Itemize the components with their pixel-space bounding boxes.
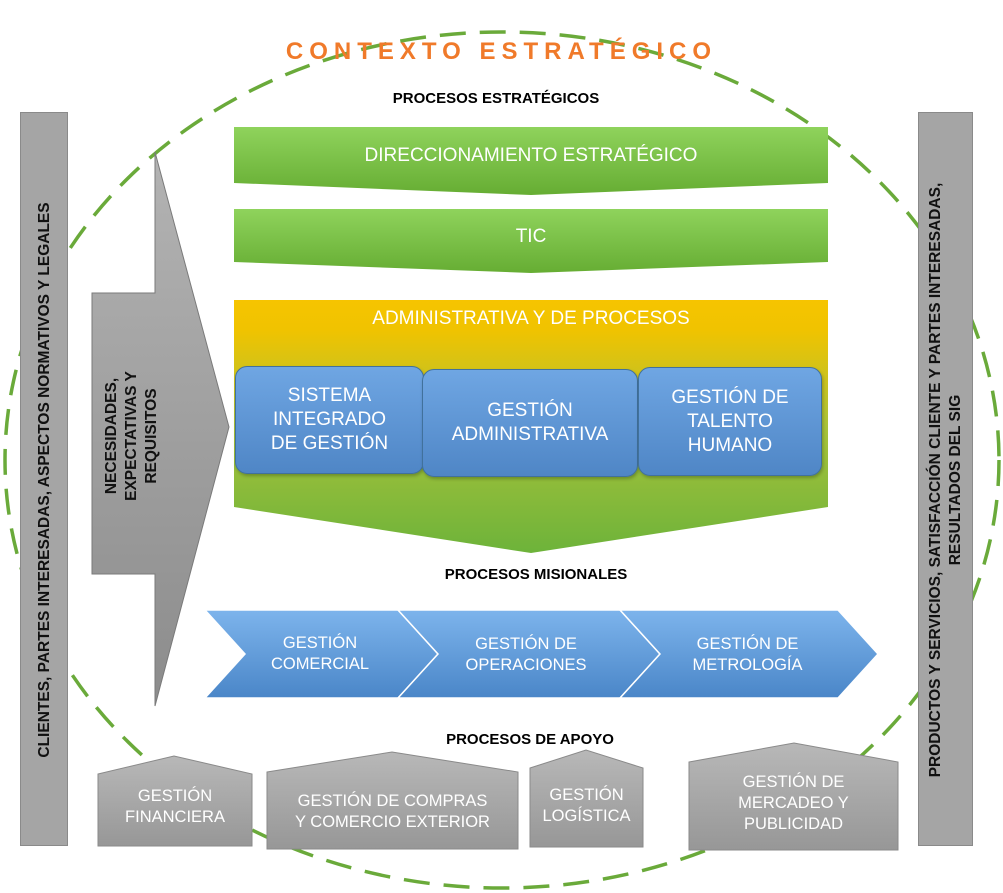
input-arrow-line3: REQUISITOS xyxy=(143,388,160,484)
house-compras-line1: GESTIÓN DE COMPRAS xyxy=(297,792,488,810)
house-mercadeo-line3: PUBLICIDAD xyxy=(743,815,844,833)
house-logistica-line2: LOGÍSTICA xyxy=(542,807,631,825)
direccionamiento-label: DIRECCIONAMIENTO ESTRATÉGICO xyxy=(364,145,698,166)
node-talento-line1: GESTIÓN DE xyxy=(671,386,789,408)
house-compras-shape xyxy=(266,751,519,850)
context-title: CONTEXTO ESTRATÉGICO xyxy=(285,38,718,65)
chevron-metrologia-label: GESTIÓN DE METROLOGÍA xyxy=(660,634,835,676)
right-output-bar-label: PRODUCTOS Y SERVICIOS, SATISFACCIÓN CLIE… xyxy=(926,183,966,778)
chevron-comercial-line1: GESTIÓN xyxy=(282,634,358,652)
node-sistema-integrado: SISTEMA INTEGRADO DE GESTIÓN xyxy=(235,366,424,474)
house-financiera-label: GESTIÓN FINANCIERA xyxy=(98,786,252,828)
right-output-bar: PRODUCTOS Y SERVICIOS, SATISFACCIÓN CLIE… xyxy=(918,112,973,846)
chevron-comercial-label: GESTIÓN COMERCIAL xyxy=(240,633,400,675)
house-financiera-shape xyxy=(97,755,253,847)
house-logistica-line1: GESTIÓN xyxy=(549,786,624,804)
administrativa-label: ADMINISTRATIVA Y DE PROCESOS xyxy=(372,308,690,329)
strategic-processes-title: PROCESOS ESTRATÉGICOS xyxy=(392,90,600,107)
input-arrow-line1: NECESIDADES, xyxy=(103,377,120,495)
tic-label: TIC xyxy=(515,226,547,247)
chevron-metrologia-line2: METROLOGÍA xyxy=(692,656,803,674)
chevron-comercial-line2: COMERCIAL xyxy=(270,655,370,673)
right-output-bar-line2: RESULTADOS DEL SIG xyxy=(947,394,964,566)
input-arrow-label: NECESIDADES, EXPECTATIVAS Y REQUISITOS xyxy=(102,371,162,501)
node-talento-line2: TALENTO xyxy=(687,410,773,432)
chevron-metrologia-shape xyxy=(618,609,880,699)
chevron-operaciones-line2: OPERACIONES xyxy=(465,656,587,674)
house-mercadeo-line1: GESTIÓN DE xyxy=(742,773,845,791)
context-dashed-circle xyxy=(3,30,1001,890)
node-talento-line3: HUMANO xyxy=(687,434,773,456)
missional-processes-title: PROCESOS MISIONALES xyxy=(444,566,628,583)
node-administrativa-line2: ADMINISTRATIVA xyxy=(451,424,609,445)
input-arrow-line2: EXPECTATIVAS Y xyxy=(123,371,140,501)
node-sistema-line2: INTEGRADO xyxy=(273,409,386,430)
left-input-bar-label: CLIENTES, PARTES INTERESADAS, ASPECTOS N… xyxy=(36,202,53,758)
chevron-metrologia-line1: GESTIÓN DE xyxy=(696,635,799,653)
right-output-bar-line1: PRODUCTOS Y SERVICIOS, SATISFACCIÓN CLIE… xyxy=(927,182,944,778)
house-financiera-line1: GESTIÓN xyxy=(137,787,213,805)
node-sistema-line3: DE GESTIÓN xyxy=(270,433,389,454)
house-financiera-line2: FINANCIERA xyxy=(125,808,225,826)
support-processes-title: PROCESOS DE APOYO xyxy=(446,731,614,748)
input-arrow-shape xyxy=(91,151,230,707)
node-talento-humano: GESTIÓN DE TALENTO HUMANO xyxy=(638,367,822,476)
direccionamiento-shape xyxy=(234,127,828,195)
house-logistica-shape xyxy=(529,749,644,848)
left-input-bar: CLIENTES, PARTES INTERESADAS, ASPECTOS N… xyxy=(20,112,68,846)
house-mercadeo-shape xyxy=(688,742,899,851)
house-compras-line2: Y COMERCIO EXTERIOR xyxy=(295,813,490,831)
chevron-operaciones-label: GESTIÓN DE OPERACIONES xyxy=(436,634,616,676)
node-sistema-line1: SISTEMA xyxy=(287,385,372,406)
house-compras-label: GESTIÓN DE COMPRAS Y COMERCIO EXTERIOR xyxy=(267,791,518,833)
house-mercadeo-line2: MERCADEO Y xyxy=(738,794,849,812)
node-gestion-administrativa: GESTIÓN ADMINISTRATIVA xyxy=(422,369,638,477)
chevron-operaciones-line1: GESTIÓN DE xyxy=(475,635,577,653)
tic-shape xyxy=(234,209,828,273)
house-logistica-label: GESTIÓN LOGÍSTICA xyxy=(530,785,643,827)
house-mercadeo-label: GESTIÓN DE MERCADEO Y PUBLICIDAD xyxy=(689,772,898,835)
node-administrativa-line1: GESTIÓN xyxy=(487,400,573,421)
